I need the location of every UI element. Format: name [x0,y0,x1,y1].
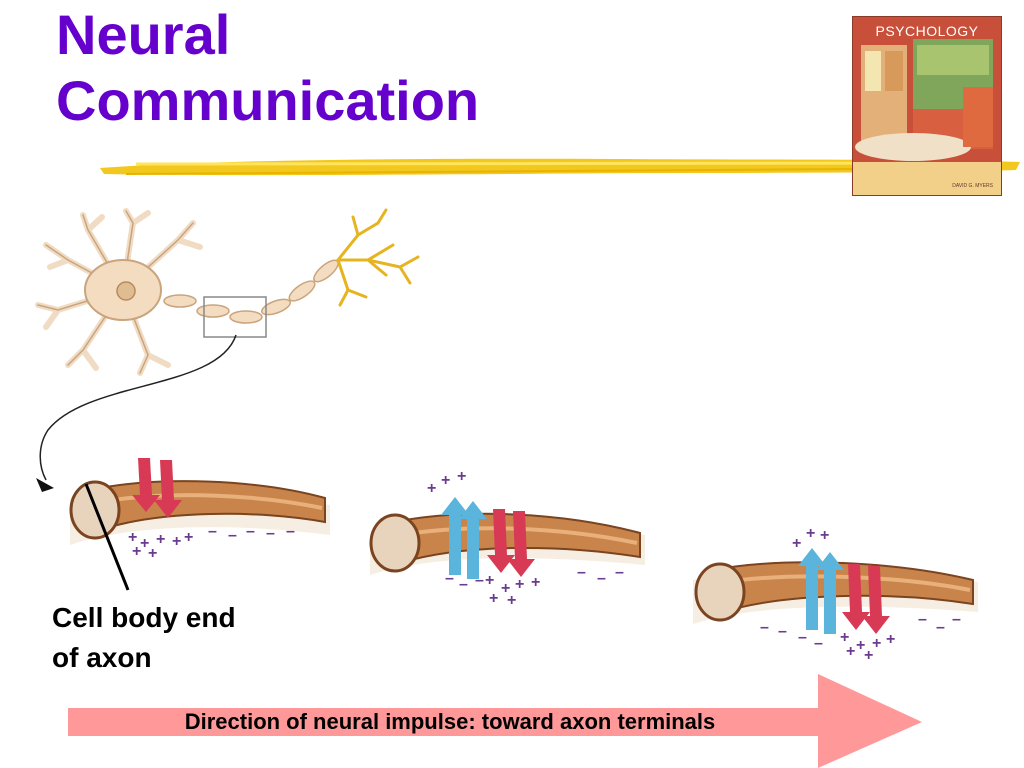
myelinated-axon [163,259,339,324]
svg-text:+: + [457,468,466,485]
svg-text:+: + [531,574,540,591]
book-title: PSYCHOLOGY [875,23,979,39]
book-cover-painting [853,17,1001,195]
svg-text:–: – [577,564,586,581]
svg-text:–: – [918,611,927,628]
svg-text:+: + [820,527,829,544]
svg-text:+: + [172,533,181,550]
svg-text:+: + [792,535,801,552]
negative-charges: – – – – – – [445,564,624,593]
svg-text:–: – [475,572,484,589]
sodium-inflow-arrows [132,458,182,518]
svg-text:–: – [760,619,769,636]
sodium-inflow-arrows [842,564,890,634]
positive-charges: + + + + + + + [128,529,193,562]
svg-text:+: + [441,472,450,489]
axon-opening [369,513,421,573]
svg-text:+: + [856,637,865,654]
svg-text:+: + [485,572,494,589]
sodium-inflow-arrows [487,509,535,577]
axon-opening [694,562,746,622]
svg-text:+: + [489,590,498,607]
svg-text:+: + [864,647,873,664]
svg-text:+: + [427,480,436,497]
axon-membrane [711,561,974,614]
impulse-direction-label: Direction of neural impulse: toward axon… [184,709,716,734]
axon-segment-advanced: + + + – – – – – – – + + + + + + [693,525,978,664]
svg-text:–: – [597,570,606,587]
svg-text:+: + [806,525,815,542]
svg-text:–: – [266,525,275,542]
slide-title: Neural Communication [56,3,480,132]
svg-text:–: – [286,523,295,540]
svg-text:–: – [246,523,255,540]
svg-text:+: + [140,535,149,552]
book-cover: PSYCHOLOGY DAVID G. MYERS [852,16,1002,196]
axon-segment-resting-start: + + + + + + + – – – – – [69,458,330,562]
svg-text:+: + [886,631,895,648]
positive-charges: + + + + + + [840,629,895,664]
cell-body-end-label: Cell body end of axon [52,602,236,673]
svg-text:–: – [208,523,217,540]
svg-text:+: + [872,635,881,652]
svg-text:+: + [184,529,193,546]
svg-text:–: – [798,629,807,646]
positive-charges-outside: + + + [427,468,466,497]
svg-text:–: – [936,619,945,636]
svg-text:–: – [459,576,468,593]
svg-text:–: – [615,564,624,581]
impulse-direction-arrow [68,674,922,768]
cell-body-pointer-line [84,483,130,591]
positive-charges: + + + + + + [485,572,540,609]
svg-text:+: + [156,531,165,548]
svg-text:+: + [128,529,137,546]
svg-text:+: + [846,643,855,660]
svg-text:+: + [148,545,157,562]
neuron-illustration [35,208,420,376]
svg-text:+: + [840,629,849,646]
svg-text:–: – [814,635,823,652]
book-author: DAVID G. MYERS [952,183,993,189]
potassium-outflow-arrows [441,497,487,579]
axon-terminals [336,208,420,307]
negative-charges: – – – – – [208,523,295,544]
negative-charges: – – – – – – – [760,611,961,652]
nucleus [116,281,136,301]
svg-text:–: – [228,527,237,544]
zoom-connector-arrow [36,334,237,492]
svg-text:+: + [501,580,510,597]
potassium-outflow-arrows [798,548,844,634]
svg-text:+: + [507,592,516,609]
svg-text:+: + [515,576,524,593]
svg-text:–: – [445,570,454,587]
axon-segment-propagating: + + + – – – – – – + + + + + + [369,468,645,609]
svg-text:–: – [778,623,787,640]
svg-text:+: + [132,543,141,560]
svg-text:–: – [952,611,961,628]
positive-charges-outside: + + + [792,525,829,552]
